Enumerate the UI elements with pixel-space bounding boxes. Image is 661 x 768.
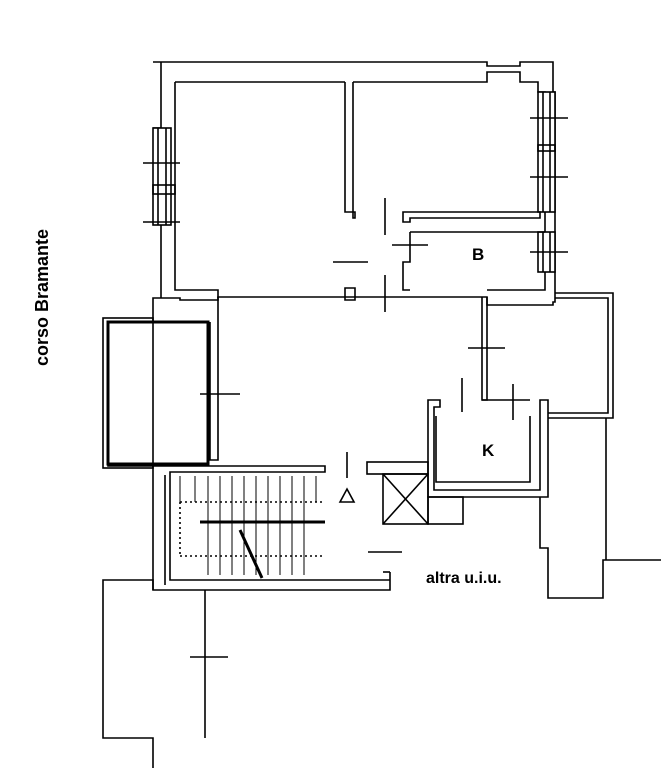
left-windows — [143, 127, 180, 226]
other-unit-label: altra u.i.u. — [426, 570, 502, 587]
right-windows — [530, 91, 568, 273]
triangle-marker-icon — [338, 487, 356, 503]
door-marks — [333, 198, 514, 553]
outer-walls — [107, 61, 556, 591]
street-label: corso Bramante — [32, 229, 52, 366]
room-label-k: K — [482, 441, 495, 460]
stairwell — [153, 465, 390, 585]
lift-shaft — [366, 461, 464, 525]
room-label-b: B — [472, 245, 484, 264]
right-terrace — [468, 292, 614, 419]
neighbour-units — [102, 418, 661, 768]
left-balcony — [102, 317, 240, 469]
interior-walls — [209, 82, 545, 461]
